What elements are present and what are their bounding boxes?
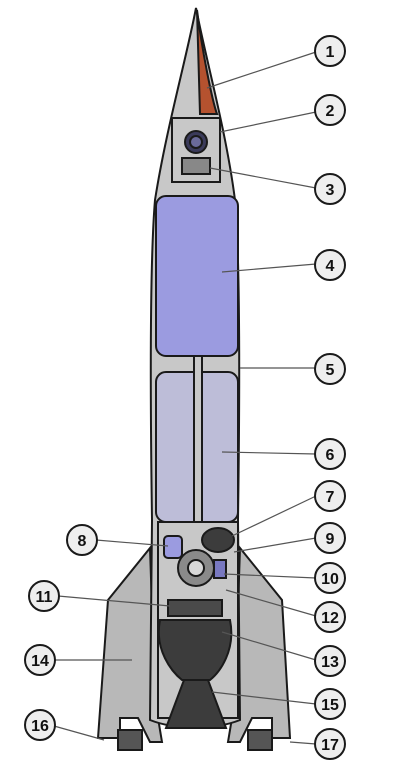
callout-label: 14 xyxy=(31,653,49,670)
callout-10: 10 xyxy=(314,562,346,594)
callout-label: 4 xyxy=(326,258,335,275)
callouts: 1 2 3 4 5 6 7 8 xyxy=(24,35,346,760)
callout-label: 1 xyxy=(326,44,335,61)
callout-label: 10 xyxy=(321,571,339,588)
gyroscope-inner xyxy=(189,135,203,149)
callout-label: 15 xyxy=(321,697,339,714)
callout-15: 15 xyxy=(314,688,346,720)
leader-line xyxy=(223,573,317,579)
callout-8: 8 xyxy=(66,524,98,556)
leader-line xyxy=(233,537,317,553)
nozzle xyxy=(164,679,228,729)
callout-12: 12 xyxy=(314,601,346,633)
callout-7: 7 xyxy=(314,480,346,512)
fuel-pipe xyxy=(193,355,203,527)
leader-line xyxy=(209,167,317,189)
leader-line xyxy=(221,451,317,455)
callout-label: 8 xyxy=(78,533,87,550)
leader-line xyxy=(225,589,317,617)
left-fin-vane xyxy=(117,729,143,751)
leader-line xyxy=(219,111,317,133)
warhead xyxy=(196,9,219,115)
injector-head xyxy=(167,599,223,617)
callout-14: 14 xyxy=(24,644,56,676)
leader-line xyxy=(289,741,317,745)
callout-4: 4 xyxy=(314,249,346,281)
leader-line xyxy=(231,495,317,537)
fuel-tank xyxy=(155,195,239,357)
callout-11: 11 xyxy=(28,580,60,612)
valve xyxy=(213,559,227,579)
callout-3: 3 xyxy=(314,173,346,205)
callout-label: 16 xyxy=(31,718,49,735)
callout-2: 2 xyxy=(314,94,346,126)
callout-label: 7 xyxy=(326,489,335,506)
leader-line xyxy=(221,631,317,661)
guidance-box xyxy=(181,157,211,175)
leader-lines xyxy=(53,51,317,745)
steam-generator xyxy=(201,527,235,553)
leader-line xyxy=(206,51,317,89)
leader-line xyxy=(53,725,105,741)
callout-label: 5 xyxy=(326,362,335,379)
callout-label: 9 xyxy=(326,531,335,548)
callout-13: 13 xyxy=(314,645,346,677)
hydrogen-peroxide-tank xyxy=(163,535,183,559)
callout-16: 16 xyxy=(24,709,56,741)
callout-label: 11 xyxy=(36,589,53,606)
callout-label: 17 xyxy=(321,737,339,754)
rocket-body xyxy=(148,7,242,729)
leader-line xyxy=(95,539,169,547)
callout-label: 13 xyxy=(321,654,339,671)
callout-label: 2 xyxy=(326,103,335,120)
callout-17: 17 xyxy=(314,728,346,760)
callout-5: 5 xyxy=(314,353,346,385)
leader-line xyxy=(221,263,317,273)
callout-1: 1 xyxy=(314,35,346,67)
callout-label: 6 xyxy=(326,447,335,464)
leader-line xyxy=(57,595,171,607)
callout-label: 3 xyxy=(326,182,335,199)
turbopump-hub xyxy=(187,559,205,577)
right-fin-vane xyxy=(247,729,273,751)
callout-6: 6 xyxy=(314,438,346,470)
callout-label: 12 xyxy=(321,610,339,627)
leader-line xyxy=(211,691,317,705)
callout-9: 9 xyxy=(314,522,346,554)
combustion-chamber xyxy=(157,619,233,681)
